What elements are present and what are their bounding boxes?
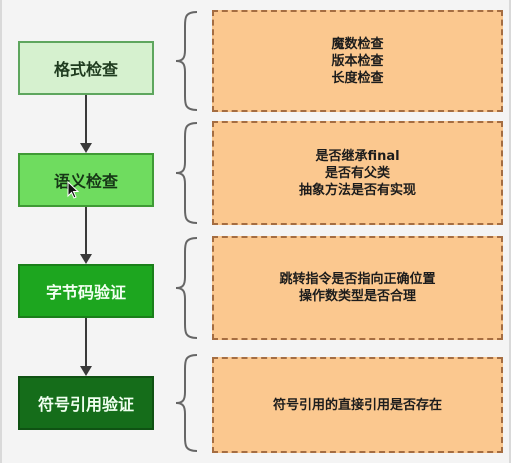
arrow-head-2 <box>80 254 92 264</box>
semantic-check-node: 语义检查 <box>18 153 154 207</box>
brace-2 <box>175 122 198 224</box>
detail-item: 是否有父类 <box>324 165 390 181</box>
symbol-reference-verification-node: 符号引用验证 <box>18 376 154 430</box>
mouse-cursor-icon <box>67 181 79 199</box>
bytecode-verification-details: 跳转指令是否指向正确位置 操作数类型是否合理 <box>212 236 503 340</box>
format-check-details: 魔数检查 版本检查 长度检查 <box>212 10 503 112</box>
arrow-line-3 <box>85 318 87 366</box>
arrow-line-1 <box>85 95 87 143</box>
arrow-head-3 <box>80 366 92 376</box>
detail-item: 操作数类型是否合理 <box>298 289 416 304</box>
symbol-reference-verification-details: 符号引用的直接引用是否存在 <box>212 357 503 453</box>
detail-item: 是否继承final <box>315 148 400 164</box>
detail-item: 长度检查 <box>331 70 384 86</box>
bytecode-verification-node: 字节码验证 <box>18 264 154 318</box>
brace-3 <box>175 237 198 339</box>
arrow-line-2 <box>85 207 87 254</box>
detail-item: 魔数检查 <box>331 36 384 52</box>
brace-4 <box>175 354 198 452</box>
format-check-node: 格式检查 <box>18 41 154 95</box>
arrow-head-1 <box>80 143 92 153</box>
detail-item: 跳转指令是否指向正确位置 <box>279 272 436 287</box>
semantic-check-details: 是否继承final 是否有父类 抽象方法是否有实现 <box>212 121 503 225</box>
detail-item: 符号引用的直接引用是否存在 <box>272 397 442 413</box>
detail-item: 抽象方法是否有实现 <box>298 182 416 198</box>
brace-1 <box>175 11 198 111</box>
detail-item: 版本检查 <box>331 53 384 69</box>
